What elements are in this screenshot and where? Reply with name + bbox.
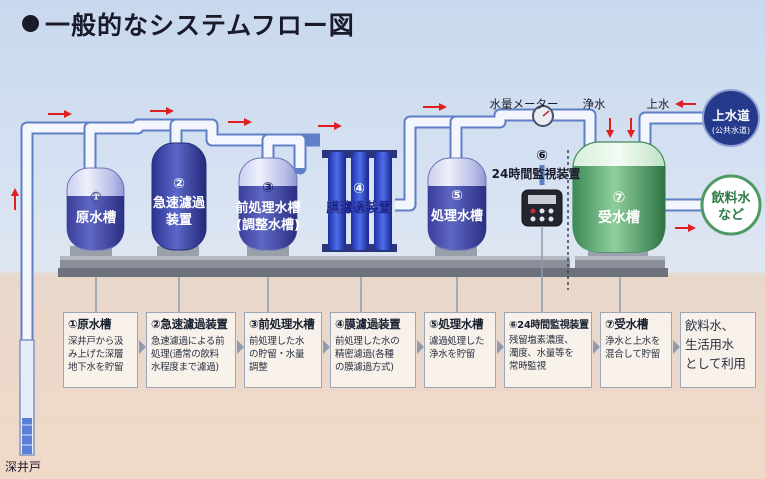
tap-water-label: 上水 [647,97,670,111]
step-desc: 深井戸から汲 み上げた深層 地下水を貯留 [68,336,124,373]
tank-1-name: 原水槽 [76,209,117,226]
tank-1-num: ① [90,190,102,206]
step-box-3: ③前処理水槽 前処理した水 の貯留・水量 調整 [244,312,322,388]
flow-arrows [11,100,696,232]
tank-7-num: ⑦ [613,188,626,206]
bullet-dot [22,15,39,32]
tank-5 [427,157,487,251]
step-usage-text: 飲料水、 生活用水 として利用 [685,318,746,371]
callout-lines [95,226,621,312]
output-line-2: など [718,208,744,223]
arrow-right-icon [593,340,600,354]
tank-2 [151,142,207,251]
deep-well-label: 深井戸 [5,460,41,474]
title-text: 一般的なシステムフロー図 [45,11,355,40]
tank-5-name: 処理水槽 [430,208,483,224]
pipe-network [20,108,705,345]
arrow-right-icon [417,340,424,354]
tank-3 [238,157,298,251]
water-meter-label: 水量メーター [490,97,559,111]
step-title: ①原水槽 [68,317,112,331]
water-supply-source [702,89,760,147]
step-desc: 前処理した水 の貯留・水量 調整 [249,336,305,373]
tank-3-num: ③ [262,180,274,196]
monitor-label: 24時間監視装置 [492,166,581,181]
membrane-unit [322,150,397,252]
arrow-right-icon [497,340,504,354]
step-box-2: ②急速濾過装置 急速濾過による前 処理(通常の飲料 水程度まで濾過) [146,312,236,388]
tank-7-name: 受水槽 [598,209,640,226]
step-title: ⑥24時間監視装置 [509,320,589,331]
arrow-right-icon [673,340,680,354]
arrow-right-icon [237,340,244,354]
tank-7 [572,141,666,253]
tank-3-name-1: 前処理水槽 [235,200,300,216]
step-box-7: ⑦受水槽 浄水と上水を 混合して貯留 [600,312,672,388]
step-desc: 前処理した水の 精密濾過(各種 の膜濾過方式) [335,336,400,373]
output-line-1: 飲料水 [710,190,751,206]
monitor-num: ⑥ [536,148,548,164]
step-box-5: ⑤処理水槽 濾過処理した 浄水を貯留 [424,312,496,388]
tank-4-num: ④ [353,181,365,197]
step-desc: 浄水と上水を 混合して貯留 [605,336,661,360]
step-desc: 濾過処理した 浄水を貯留 [429,336,485,360]
step-box-8: 飲料水、 生活用水 として利用 [680,312,756,388]
step-title: ⑤処理水槽 [429,317,484,331]
monitoring-device [521,189,563,227]
tank-3-name-2: (調整水槽) [236,217,300,233]
arrow-right-icon [139,340,146,354]
tank-4-name: 膜濾過装置 [326,200,391,216]
step-box-6: ⑥24時間監視装置 残留塩素濃度、 濁度、水量等を 常時監視 [504,312,592,388]
water-supply-name: 上水道 [712,108,750,123]
clean-water-label: 浄水 [583,97,606,111]
step-title: ③前処理水槽 [249,317,315,331]
step-box-4: ④膜濾過装置 前処理した水の 精密濾過(各種 の膜濾過方式) [330,312,416,388]
deep-well [19,339,35,456]
step-desc: 急速濾過による前 処理(通常の飲料 水程度まで濾過) [151,336,225,373]
tank-5-num: ⑤ [451,188,463,204]
step-title: ②急速濾過装置 [151,317,228,331]
water-supply-sub: (公共水道) [712,125,750,135]
tank-2-name-2: 装置 [165,212,192,228]
water-meter [532,105,554,127]
step-desc: 残留塩素濃度、 濁度、水量等を 常時監視 [509,335,574,372]
tank-2-name-1: 急速濾過 [153,195,206,211]
drinking-water-output [700,174,762,236]
step-box-1: ①原水槽 深井戸から汲 み上げた深層 地下水を貯留 [63,312,138,388]
arrow-right-icon [323,340,330,354]
tank-1 [66,167,125,251]
diagram-title: 一般的なシステムフロー図 [22,6,355,42]
tank-labels: ① 原水槽 ② 急速濾過 装置 ③ 前処理水槽 (調整水槽) ④ 膜濾過装置 ⑤… [76,148,640,233]
step-title: ④膜濾過装置 [335,317,401,331]
tank-2-num: ② [173,176,185,192]
step-title: ⑦受水槽 [605,317,649,331]
